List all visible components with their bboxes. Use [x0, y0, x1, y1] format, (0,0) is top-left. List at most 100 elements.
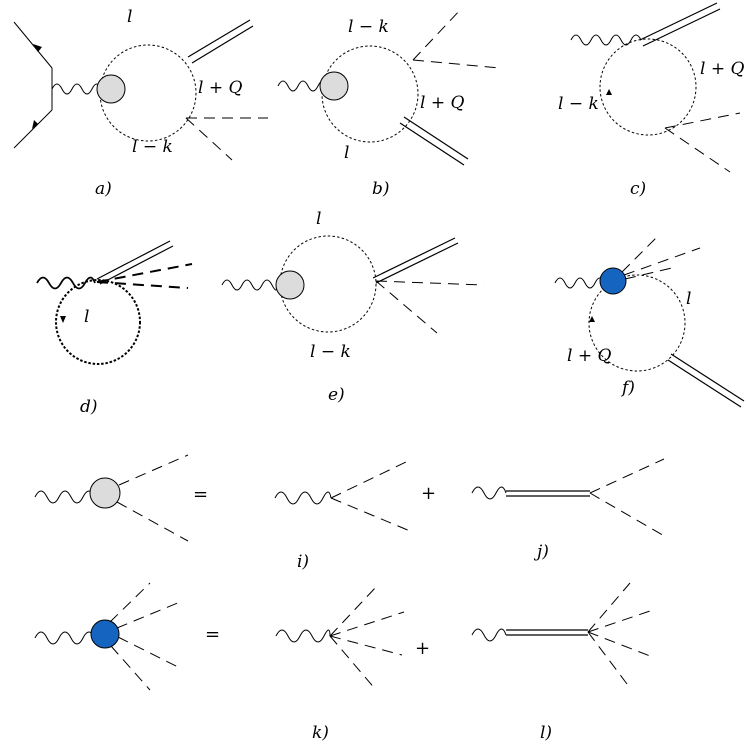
scalar-line-down [375, 280, 438, 334]
scalar-line-up [118, 454, 189, 486]
double-line-term-j [506, 490, 590, 497]
label-b-top: l − k [348, 17, 389, 37]
scalar-line-up [621, 233, 661, 273]
plus-sign: + [421, 483, 436, 504]
panel-f: l l + Q f) [554, 233, 745, 408]
scalar-line-right [375, 280, 485, 286]
panel-d: l d) [36, 240, 193, 417]
plus-sign: + [415, 638, 430, 659]
grey-vertex-blob [89, 477, 121, 509]
panel-e: l l − k e) [221, 209, 485, 405]
loop-arrow [60, 316, 66, 323]
caption-d: d) [80, 397, 98, 417]
scalar-line-term-j-up [589, 458, 665, 494]
label-c-left: l − k [558, 94, 599, 114]
scalar-line-term-l-1 [587, 582, 631, 633]
photon-line-term-k [275, 629, 331, 643]
blue-vertex-blob [90, 619, 120, 649]
double-line-outgoing [399, 116, 469, 166]
scalar-line-term-k-4 [329, 635, 377, 691]
scalar-line-term-k-3 [329, 635, 403, 656]
loop-circle-bold [55, 279, 141, 365]
double-line-term-l [506, 629, 588, 636]
equals-sign: = [205, 624, 220, 645]
photon-line-term-i [274, 491, 332, 505]
caption-k: k) [312, 723, 329, 743]
fermion-line-lower [13, 109, 53, 149]
label-b-right: l + Q [420, 93, 464, 113]
scalar-line-term-l-4 [587, 631, 631, 689]
loop-circle [599, 38, 697, 136]
photon-line [51, 83, 101, 95]
blue-vertex-blob [599, 267, 627, 295]
label-f-right: l [686, 289, 691, 309]
fermion-line-upper [13, 21, 53, 69]
scalar-line-up [412, 7, 463, 61]
scalar-line-down [116, 501, 189, 542]
photon-line-term-l [471, 628, 507, 642]
caption-e: e) [328, 385, 345, 405]
caption-l: l) [540, 723, 552, 743]
loop-circle [588, 274, 686, 372]
fermion-arrow-lower [32, 120, 38, 129]
scalar-line-term-i-down [330, 497, 411, 532]
grey-vertex-blob [319, 71, 349, 101]
panel-b: l − k l + Q l b) [277, 7, 501, 199]
label-a-right: l + Q [198, 78, 242, 98]
photon-line [570, 34, 642, 46]
fermion-arrow-upper [33, 44, 42, 52]
label-f-left: l + Q [567, 346, 611, 366]
double-line-outgoing [667, 353, 745, 408]
label-e-top: l [316, 209, 321, 229]
grey-vertex-definition: = + i) j) [34, 454, 667, 572]
scalar-line-term-k-1 [329, 586, 377, 637]
scalar-line-lower [96, 281, 189, 289]
grey-vertex-blob [96, 74, 126, 104]
caption-b: b) [372, 179, 390, 199]
panel-c: l + Q l − k c) [558, 2, 744, 199]
photon-line [554, 277, 604, 289]
equals-sign: = [193, 484, 208, 505]
caption-j: j) [533, 542, 549, 562]
photon-line [277, 80, 325, 92]
label-a-bottom: l − k [132, 137, 173, 157]
caption-c: c) [630, 179, 646, 199]
label-b-bottom: l [344, 143, 349, 163]
photon-line-term-j [471, 486, 507, 500]
scalar-line-down [664, 127, 731, 173]
panel-a: l l + Q l − k a) [13, 7, 268, 199]
caption-f: f) [620, 378, 635, 398]
double-line-outgoing [96, 240, 174, 285]
scalar-line-term-l-3 [587, 631, 651, 657]
scalar-line-upper [96, 263, 193, 283]
scalar-line-term-k-2 [329, 611, 405, 637]
scalar-line-term-j-down [589, 492, 667, 538]
double-line-outgoing [372, 237, 459, 284]
label-a-top: l [127, 7, 132, 27]
caption-a: a) [95, 179, 112, 199]
caption-i: i) [297, 552, 309, 572]
scalar-line-term-l-2 [587, 610, 651, 633]
scalar-line-right [664, 112, 741, 129]
blue-vertex-definition: = + k) l) [34, 582, 651, 743]
scalar-line-right [412, 59, 501, 69]
photon-line [221, 279, 279, 291]
scalar-line-down [185, 117, 233, 161]
double-line-outgoing [639, 2, 721, 47]
scalar-line-mid-upper [623, 247, 701, 276]
scalar-line-mid-lower [624, 266, 677, 280]
scalar-line-3 [117, 636, 179, 668]
scalar-line-1 [109, 582, 151, 623]
scalar-line-4 [110, 645, 151, 691]
label-e-bottom: l − k [310, 342, 351, 362]
label-d-inside: l [84, 307, 89, 327]
loop-arrow [606, 89, 612, 95]
grey-vertex-blob [275, 270, 305, 300]
photon-line-bold [36, 276, 96, 290]
loop-arrow [589, 316, 595, 322]
label-c-right: l + Q [700, 59, 744, 79]
double-line-outgoing [187, 19, 254, 64]
scalar-line-term-i-up [330, 461, 407, 499]
